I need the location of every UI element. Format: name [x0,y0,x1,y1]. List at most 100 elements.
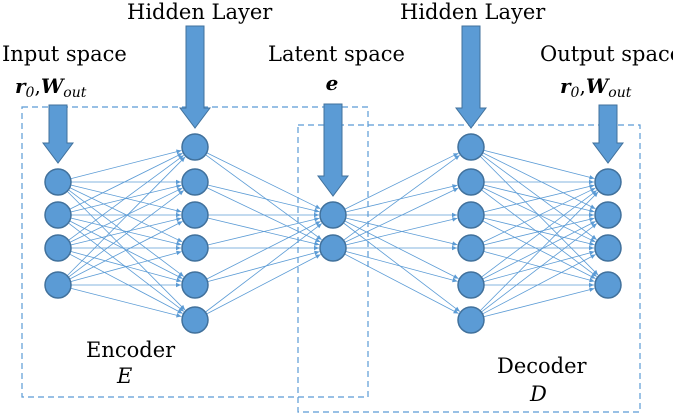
output-var-r-sub: 0 [570,85,580,101]
edge-arrowhead [454,155,460,161]
latent-space-arrow [317,103,349,197]
edge-arrowhead [176,179,181,185]
edge-arrowhead [591,190,597,196]
latent-space-label: Latent space [268,42,405,66]
output-var-w: W [585,74,609,98]
node-layer1-5 [181,306,209,334]
edge-arrowhead [315,221,321,226]
edge-l2-1-1 [344,187,459,243]
edge-l2-1-0 [343,154,460,241]
edge-l0-1-1 [70,184,182,213]
edge-arrowhead [590,221,596,226]
node-layer3-3 [457,234,485,262]
edge-arrowhead [451,184,458,189]
edge-arrowhead [314,212,319,218]
edge-arrowhead [180,304,186,311]
node-layer0-1 [44,201,72,229]
edge-arrowhead [589,241,595,246]
edge-arrowhead [313,208,320,213]
edge-arrowhead [452,277,458,283]
edge-l0-1-5 [68,222,185,312]
edge-l0-0-4 [68,189,185,277]
decoder-label: Decoder [497,354,587,378]
edge-arrowhead [176,237,183,242]
edge-l3-1-3 [481,189,598,277]
encoder-label: Encoder [86,338,176,362]
node-layer4-1 [594,201,622,229]
edge-arrowhead [452,153,459,158]
edge-arrowhead [176,282,181,288]
hidden-layer-left-label: Hidden Layer [127,0,273,24]
edge-arrowhead [589,217,595,222]
edge-l0-0-5 [66,190,186,311]
output-var-w-sub: out [608,85,632,101]
input-variables: r0,Wout [15,76,86,100]
edge-arrowhead [452,212,457,218]
edge-l3-2-0 [483,184,595,213]
edge-l2-1-2 [345,217,458,246]
output-var-r: r [560,74,571,98]
edge-arrowhead [314,250,320,256]
edge-l0-2-0 [68,154,184,241]
edge-l0-3-2 [69,221,183,280]
edge-l3-0-2 [481,154,597,241]
decoder-box [297,124,641,413]
edge-arrowhead [590,274,596,279]
node-layer1-0 [181,133,209,161]
edge-l3-2-3 [482,220,596,279]
edge-arrowhead [451,217,458,222]
edge-l0-2-2 [70,217,182,246]
edge-arrowhead [589,212,594,218]
edge-arrowhead [313,241,320,246]
node-layer0-2 [44,234,72,262]
edge-l0-3-1 [68,190,185,278]
edge-arrowhead [178,155,184,161]
output-space-label: Output space [540,42,673,66]
edge-l0-1-4 [69,220,183,279]
edge-l3-5-0 [479,191,599,312]
edge-l3-4-0 [481,190,598,278]
edge-l3-3-1 [483,217,595,246]
edge-arrowhead [176,184,182,189]
network-nodes [44,133,622,334]
latent-variable: e [326,73,339,93]
edge-arrowhead [316,223,322,229]
edge-arrowhead [176,277,182,283]
edge-arrowhead [176,245,181,251]
input-var-r-sub: 0 [25,85,35,101]
edge-l3-5-1 [481,223,598,313]
encoder-symbol: E [117,364,133,388]
latent-var-e: e [325,71,339,95]
node-layer1-4 [181,271,209,299]
connection-edges [66,149,599,318]
node-layer4-2 [594,234,622,262]
edge-l3-0-1 [482,152,596,210]
edge-l3-5-3 [483,288,595,318]
node-layer1-1 [181,168,209,196]
edge-arrowhead [451,241,458,246]
edge-arrowhead [314,237,321,242]
edge-arrowhead [589,245,594,251]
node-layer1-3 [181,234,209,262]
edge-arrowhead [314,204,321,209]
edge-arrowhead [589,188,596,193]
edge-arrowhead [313,217,320,222]
edge-l3-5-2 [482,254,596,315]
edge-l2-0-4 [344,220,459,280]
edge-arrowhead [589,184,595,189]
edge-l3-4-2 [483,251,595,282]
edge-arrowhead [177,274,183,279]
edge-arrowhead [589,250,595,256]
node-layer3-5 [457,306,485,334]
edge-arrowhead [593,191,599,198]
input-var-w-sub: out [63,85,87,101]
edge-arrowhead [176,250,182,256]
edge-l0-3-3 [70,251,182,282]
edge-arrowhead [315,254,321,259]
edge-l2-1-4 [345,250,458,282]
edge-arrowhead [176,212,181,218]
edge-arrowhead [176,217,182,222]
edge-arrowhead [452,188,459,193]
node-layer3-4 [457,271,485,299]
